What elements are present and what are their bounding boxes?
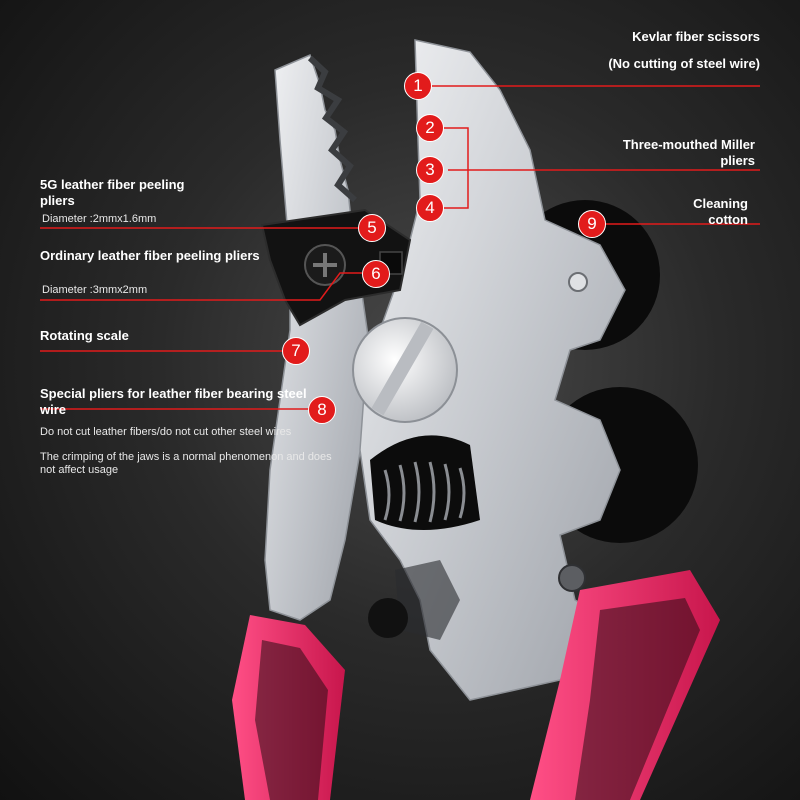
- label-5g-peeling-pliers: 5G leather fiber peeling pliers: [40, 177, 185, 208]
- pivot-screw: [352, 317, 458, 423]
- label-kevlar-scissors: Kevlar fiber scissors: [632, 29, 760, 44]
- label-kevlar-note: (No cutting of steel wire): [608, 56, 760, 71]
- small-screw-lower: [558, 564, 586, 592]
- label-ordinary-diameter: Diameter :3mmx2mm: [42, 284, 148, 296]
- label-miller-pliers: Three-mouthed Miller pliers: [622, 137, 755, 168]
- label-special-note-1: Do not cut leather fibers/do not cut oth…: [40, 426, 292, 438]
- label-special-note-2: The crimping of the jaws is a normal phe…: [40, 451, 332, 476]
- marker-6: 6: [362, 260, 390, 288]
- label-special-pliers: Special pliers for leather fiber bearing…: [40, 386, 307, 417]
- right-handle-grip: [575, 598, 700, 800]
- marker-1: 1: [404, 72, 432, 100]
- leader-lines: [40, 85, 760, 410]
- label-rotating-scale: Rotating scale: [40, 328, 129, 343]
- left-jaw: [264, 53, 371, 621]
- marker-3: 3: [416, 156, 444, 184]
- label-5g-diameter: Diameter :2mmx1.6mm: [42, 213, 157, 225]
- spring-coils: [383, 461, 466, 523]
- label-ordinary-peeling-pliers: Ordinary leather fiber peeling pliers: [40, 248, 260, 263]
- marker-9: 9: [578, 210, 606, 238]
- marker-5: 5: [358, 214, 386, 242]
- lock-knob: [368, 598, 408, 638]
- marker-8: 8: [308, 396, 336, 424]
- left-handle-grip: [255, 640, 328, 800]
- marker-4: 4: [416, 194, 444, 222]
- label-cleaning-cotton: Cleaning cotton: [693, 196, 748, 227]
- marker-2: 2: [416, 114, 444, 142]
- jaw-teeth: [307, 55, 357, 203]
- small-screw-upper: [568, 272, 588, 292]
- spring-window: [370, 435, 480, 530]
- jaw-recess: [395, 560, 460, 640]
- marker-7: 7: [282, 337, 310, 365]
